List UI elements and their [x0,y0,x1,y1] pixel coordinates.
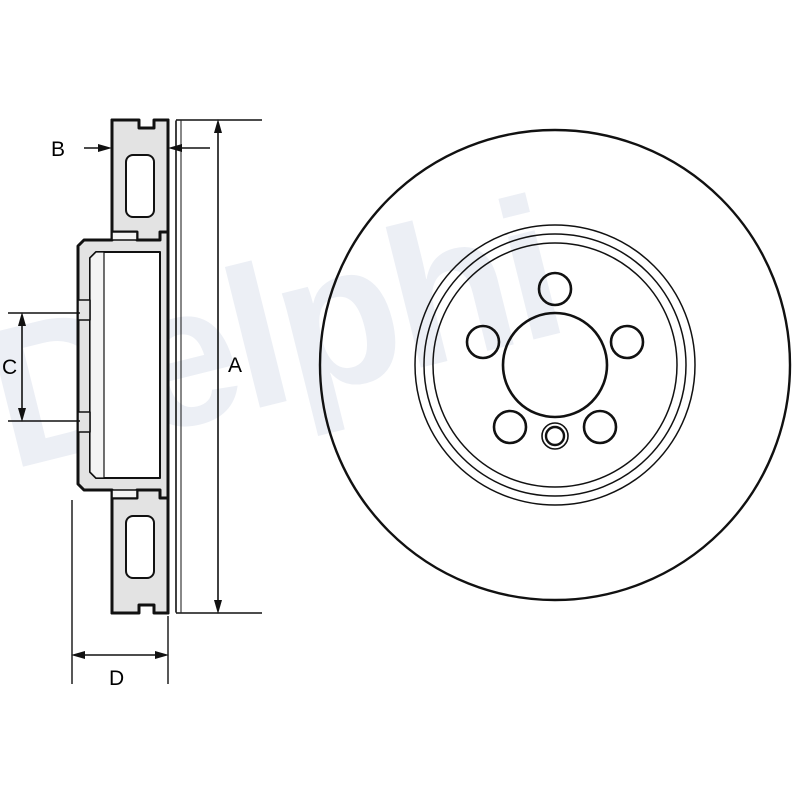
bolt-hole [537,271,573,307]
vent-cavity-upper [125,154,155,218]
dimension-a-arrow-top [214,119,222,133]
dimension-b-arrow-left [98,144,112,152]
dimension-d-arrow-left [71,651,85,659]
locating-pin-hole-inner [544,425,566,447]
hub-ring-outer [414,224,696,506]
bolt-hole [492,409,528,445]
hub-ring-middle [423,233,687,497]
hub-ring-inner [432,242,678,488]
hat-wall-line-upper [89,251,97,259]
hat-wall-line-lower [89,471,97,479]
hat-ring-fillet-lower [111,489,138,499]
mounting-step-upper [77,299,91,321]
center-bore [501,311,609,419]
dimension-d: D [71,500,169,690]
dimension-b-label: B [51,138,65,161]
mounting-step-lower [77,411,91,433]
dimension-d-arrow-right [155,651,169,659]
dimension-b-arrow-right [168,144,182,152]
cross-section-view [76,118,182,615]
dimension-b: B [51,138,210,161]
hat-ring-fillet-upper [111,231,138,241]
vent-cavity-lower [125,515,155,579]
dimension-c-label: C [2,356,17,379]
dimension-d-label: D [109,667,124,690]
dimension-c-arrow-top [18,312,26,326]
face-view [318,128,792,602]
bolt-hole [582,409,618,445]
dimension-a: A [176,119,262,614]
dimension-a-arrow-bottom [214,600,222,614]
dimension-c: C [2,312,80,422]
hat-inner-highlight [89,251,105,479]
dimension-a-label: A [228,354,242,377]
locating-pin-hole-outer [541,422,569,450]
bolt-hole [609,324,645,360]
disc-outer-edge [318,128,792,602]
dimension-c-arrow-bottom [18,408,26,422]
bolt-hole [465,324,501,360]
